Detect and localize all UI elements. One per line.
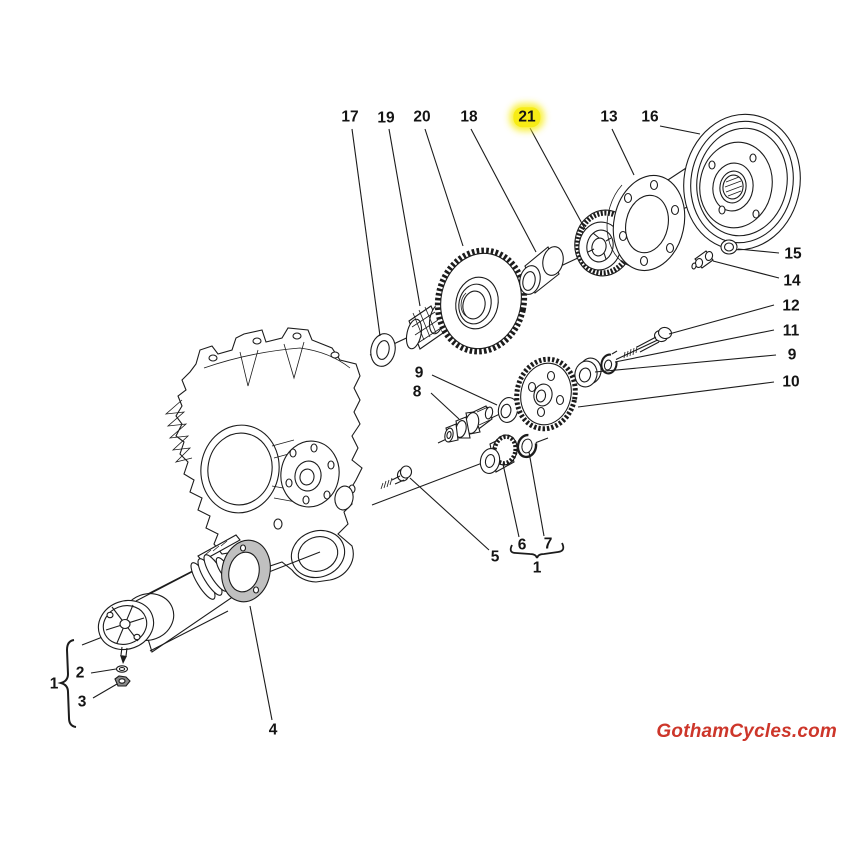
flange-13-drawing	[606, 174, 686, 272]
flywheel-drawing	[683, 113, 801, 251]
leader-line-3	[92, 683, 118, 699]
leader-line-13	[611, 128, 635, 176]
gear-20-drawing	[434, 247, 528, 355]
group-brackets	[57, 542, 565, 728]
leader-line-15	[737, 248, 780, 254]
leader-line-9-mid	[431, 374, 498, 406]
leader-line-17	[351, 128, 381, 337]
circlip-7-drawing	[516, 433, 538, 459]
bolt-12-threads	[623, 345, 638, 359]
brace-group-1	[57, 639, 77, 728]
terminal-stud-drawing	[120, 646, 128, 664]
leader-line-8	[430, 392, 460, 420]
leader-line-10	[577, 381, 775, 408]
washer-9-mid-drawing	[497, 397, 519, 423]
bolt-5-drawing	[380, 465, 413, 490]
sprocket-10-drawing	[514, 356, 578, 432]
leader-line-7	[528, 451, 545, 537]
leader-line-4	[249, 605, 273, 721]
bracket-group-1	[509, 542, 565, 559]
leader-line-12	[668, 304, 775, 335]
leader-line-2	[90, 668, 117, 674]
leader-line-20	[424, 128, 464, 247]
spline-bore	[722, 174, 744, 200]
leader-line-21	[529, 127, 586, 230]
leader-line-9-right	[594, 354, 777, 373]
leader-line-5	[409, 477, 490, 551]
bolt-12-drawing	[623, 326, 673, 359]
leader-line-19	[388, 128, 421, 307]
leader-line-16	[659, 125, 701, 135]
washer-2-drawing	[115, 665, 129, 673]
leader-line-14	[712, 260, 780, 279]
starter-motor-drawing	[97, 554, 238, 664]
washer-17-drawing	[370, 333, 396, 367]
starter-bore	[290, 529, 346, 579]
nut-3-drawing	[114, 675, 131, 687]
bushing-18-drawing	[519, 246, 564, 295]
pinion-6-drawing	[479, 434, 518, 474]
dowel-14-drawing	[691, 250, 714, 270]
end-cap-star	[105, 604, 145, 644]
leader-line-18	[470, 128, 537, 253]
screw-15-drawing	[720, 239, 738, 255]
leader-lines	[90, 125, 780, 721]
cooling-fins	[164, 399, 193, 463]
leader-line-6	[502, 463, 520, 538]
bolt-5-threads	[380, 477, 393, 490]
washer-9-right-drawing	[574, 357, 602, 388]
watermark-text: GothamCycles.com	[656, 721, 837, 742]
leader-line-11	[614, 329, 775, 363]
lock-washer-11-drawing	[600, 350, 618, 375]
gasket-drawing	[221, 539, 271, 603]
crankcase-drawing	[164, 327, 363, 583]
shaft-8-drawing	[444, 405, 494, 443]
